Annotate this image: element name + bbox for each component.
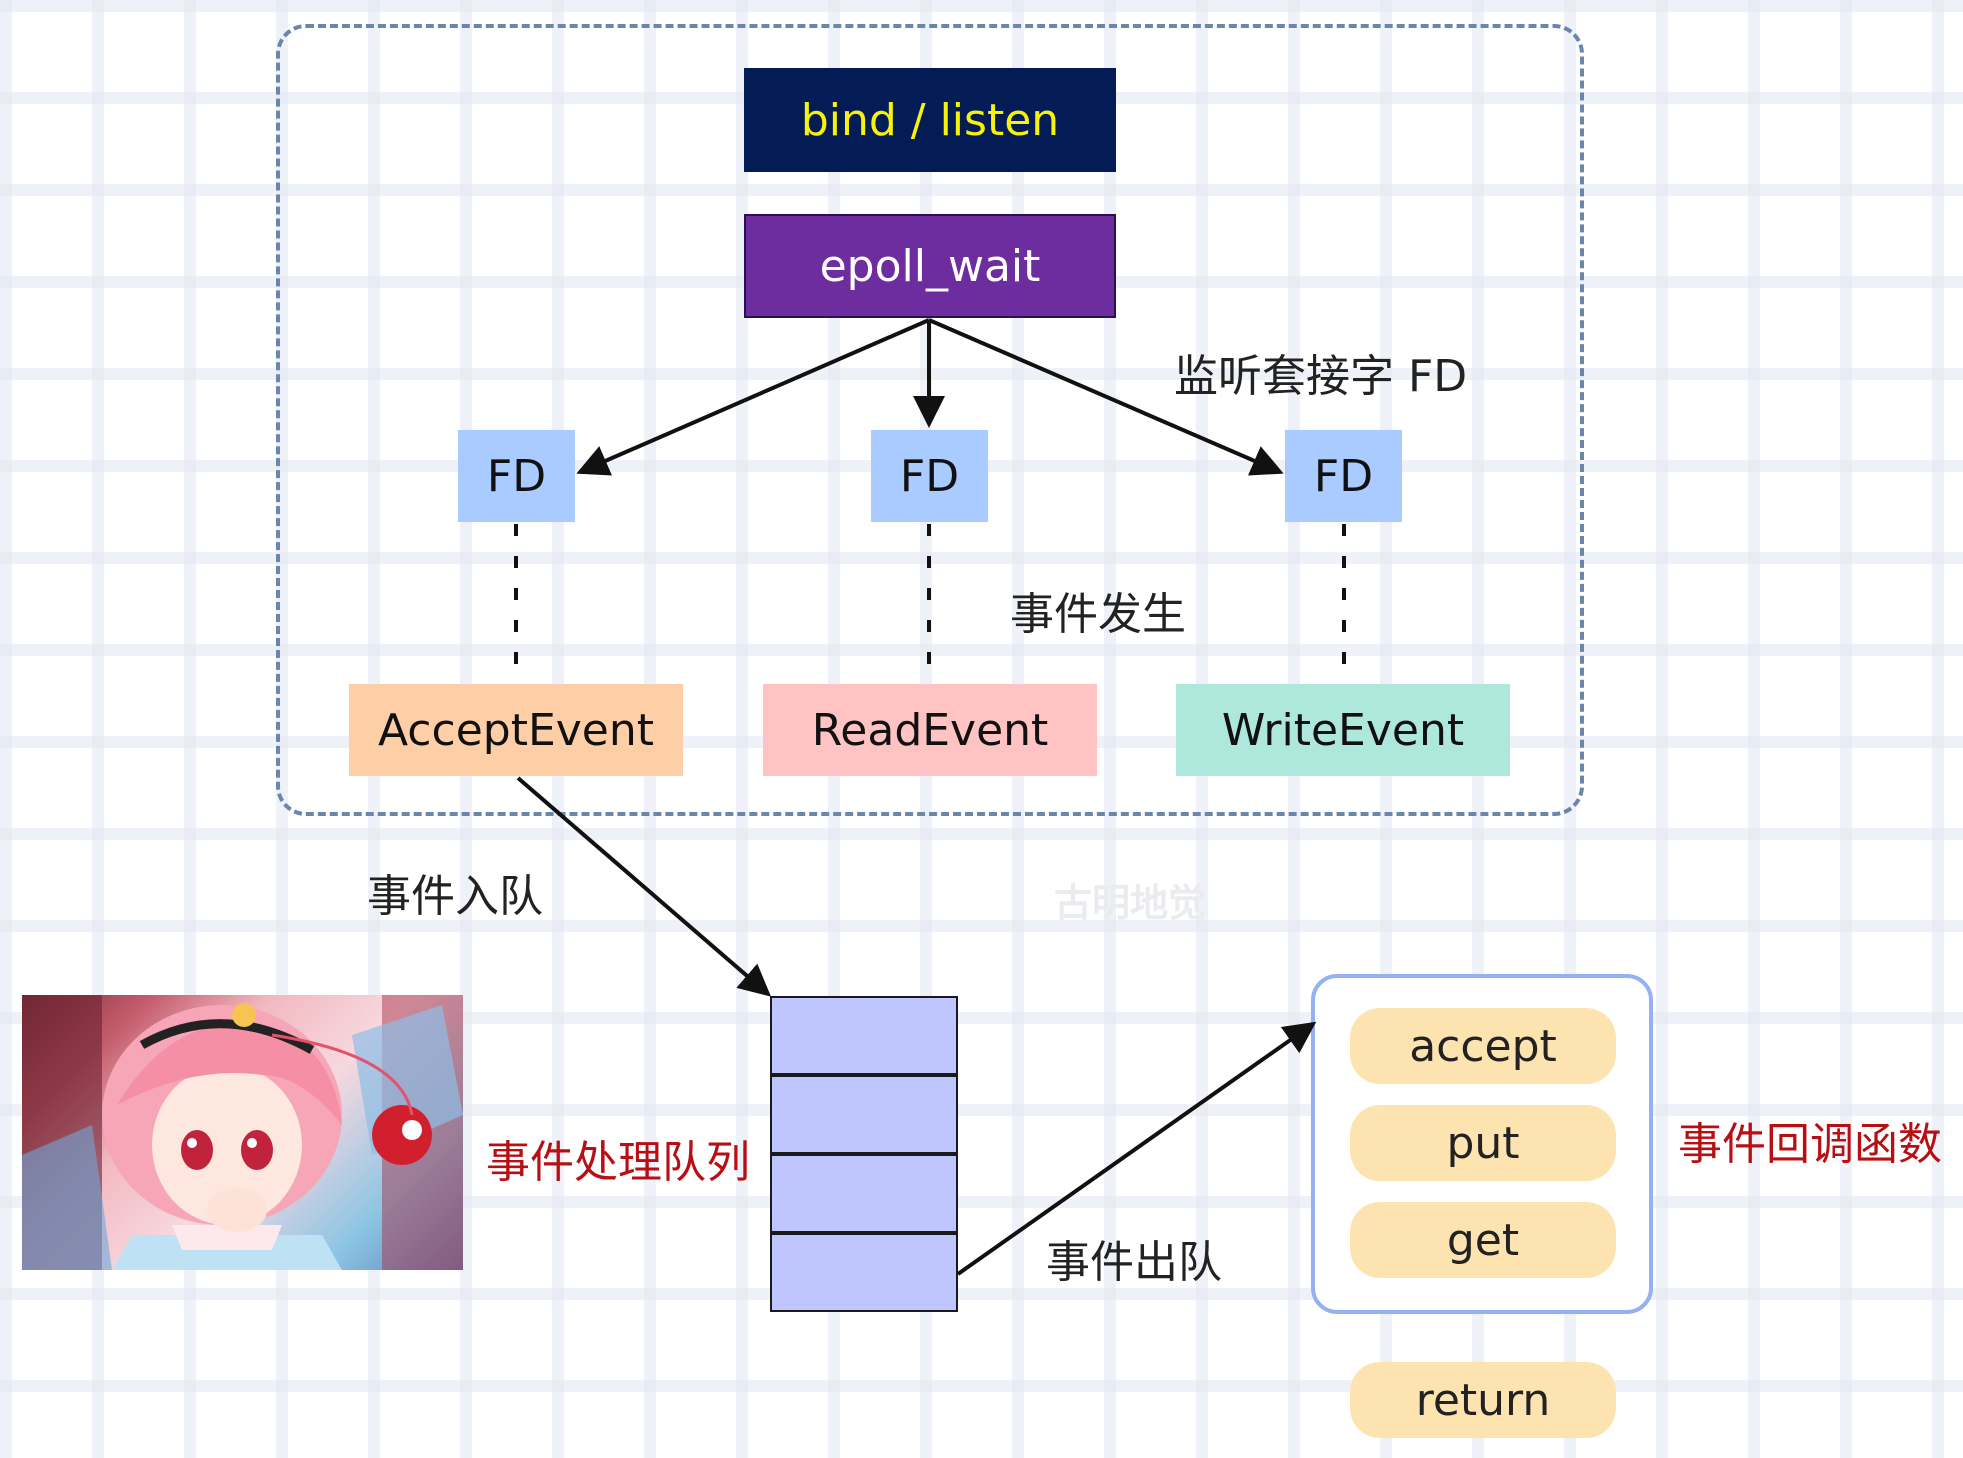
epoll-wait-box: epoll_wait <box>744 214 1116 318</box>
write-event-label: WriteEvent <box>1221 704 1465 756</box>
callback-put-label: put <box>1446 1117 1520 1169</box>
arrow-epoll-to-fd-accept <box>576 318 930 476</box>
callback-put: put <box>1350 1105 1616 1181</box>
fd-box-write: FD <box>1285 430 1402 522</box>
callback-accept-label: accept <box>1409 1020 1557 1072</box>
accept-event-box: AcceptEvent <box>349 684 683 776</box>
listener-region-frame <box>276 24 1584 816</box>
fd-box-read: FD <box>871 430 988 522</box>
queue-label: 事件处理队列 <box>486 1137 750 1188</box>
enqueue-label: 事件入队 <box>367 871 543 922</box>
read-event-label: ReadEvent <box>811 704 1049 756</box>
dequeue-label: 事件出队 <box>1046 1237 1222 1288</box>
queue-slot <box>770 1075 958 1154</box>
arrow-dequeue <box>956 1021 1317 1276</box>
event-occur-label: 事件发生 <box>1010 589 1186 640</box>
queue-slot <box>770 996 958 1075</box>
callback-get: get <box>1350 1202 1616 1278</box>
arrow-enqueue <box>516 776 772 997</box>
arrow-epoll-to-fd-write <box>928 318 1284 476</box>
return-label: return <box>1415 1374 1551 1426</box>
fd-box-accept: FD <box>458 430 575 522</box>
fd-label: FD <box>899 450 960 502</box>
bind-listen-box: bind / listen <box>744 68 1116 172</box>
listen-socket-label: 监听套接字 FD <box>1174 351 1468 402</box>
callback-accept: accept <box>1350 1008 1616 1084</box>
queue-slot <box>770 1233 958 1312</box>
bind-listen-label: bind / listen <box>800 94 1060 146</box>
read-event-box: ReadEvent <box>763 684 1097 776</box>
epoll-wait-label: epoll_wait <box>819 240 1041 292</box>
watermark: 古明地觉 <box>1054 881 1207 925</box>
fd-label: FD <box>486 450 547 502</box>
return-box: return <box>1350 1362 1616 1438</box>
write-event-box: WriteEvent <box>1176 684 1510 776</box>
callback-get-label: get <box>1446 1214 1520 1266</box>
fd-label: FD <box>1313 450 1374 502</box>
accept-event-label: AcceptEvent <box>377 704 654 756</box>
character-illustration <box>22 995 463 1270</box>
character-art <box>22 995 463 1270</box>
callbacks-label: 事件回调函数 <box>1678 1119 1942 1170</box>
queue-slot <box>770 1154 958 1233</box>
